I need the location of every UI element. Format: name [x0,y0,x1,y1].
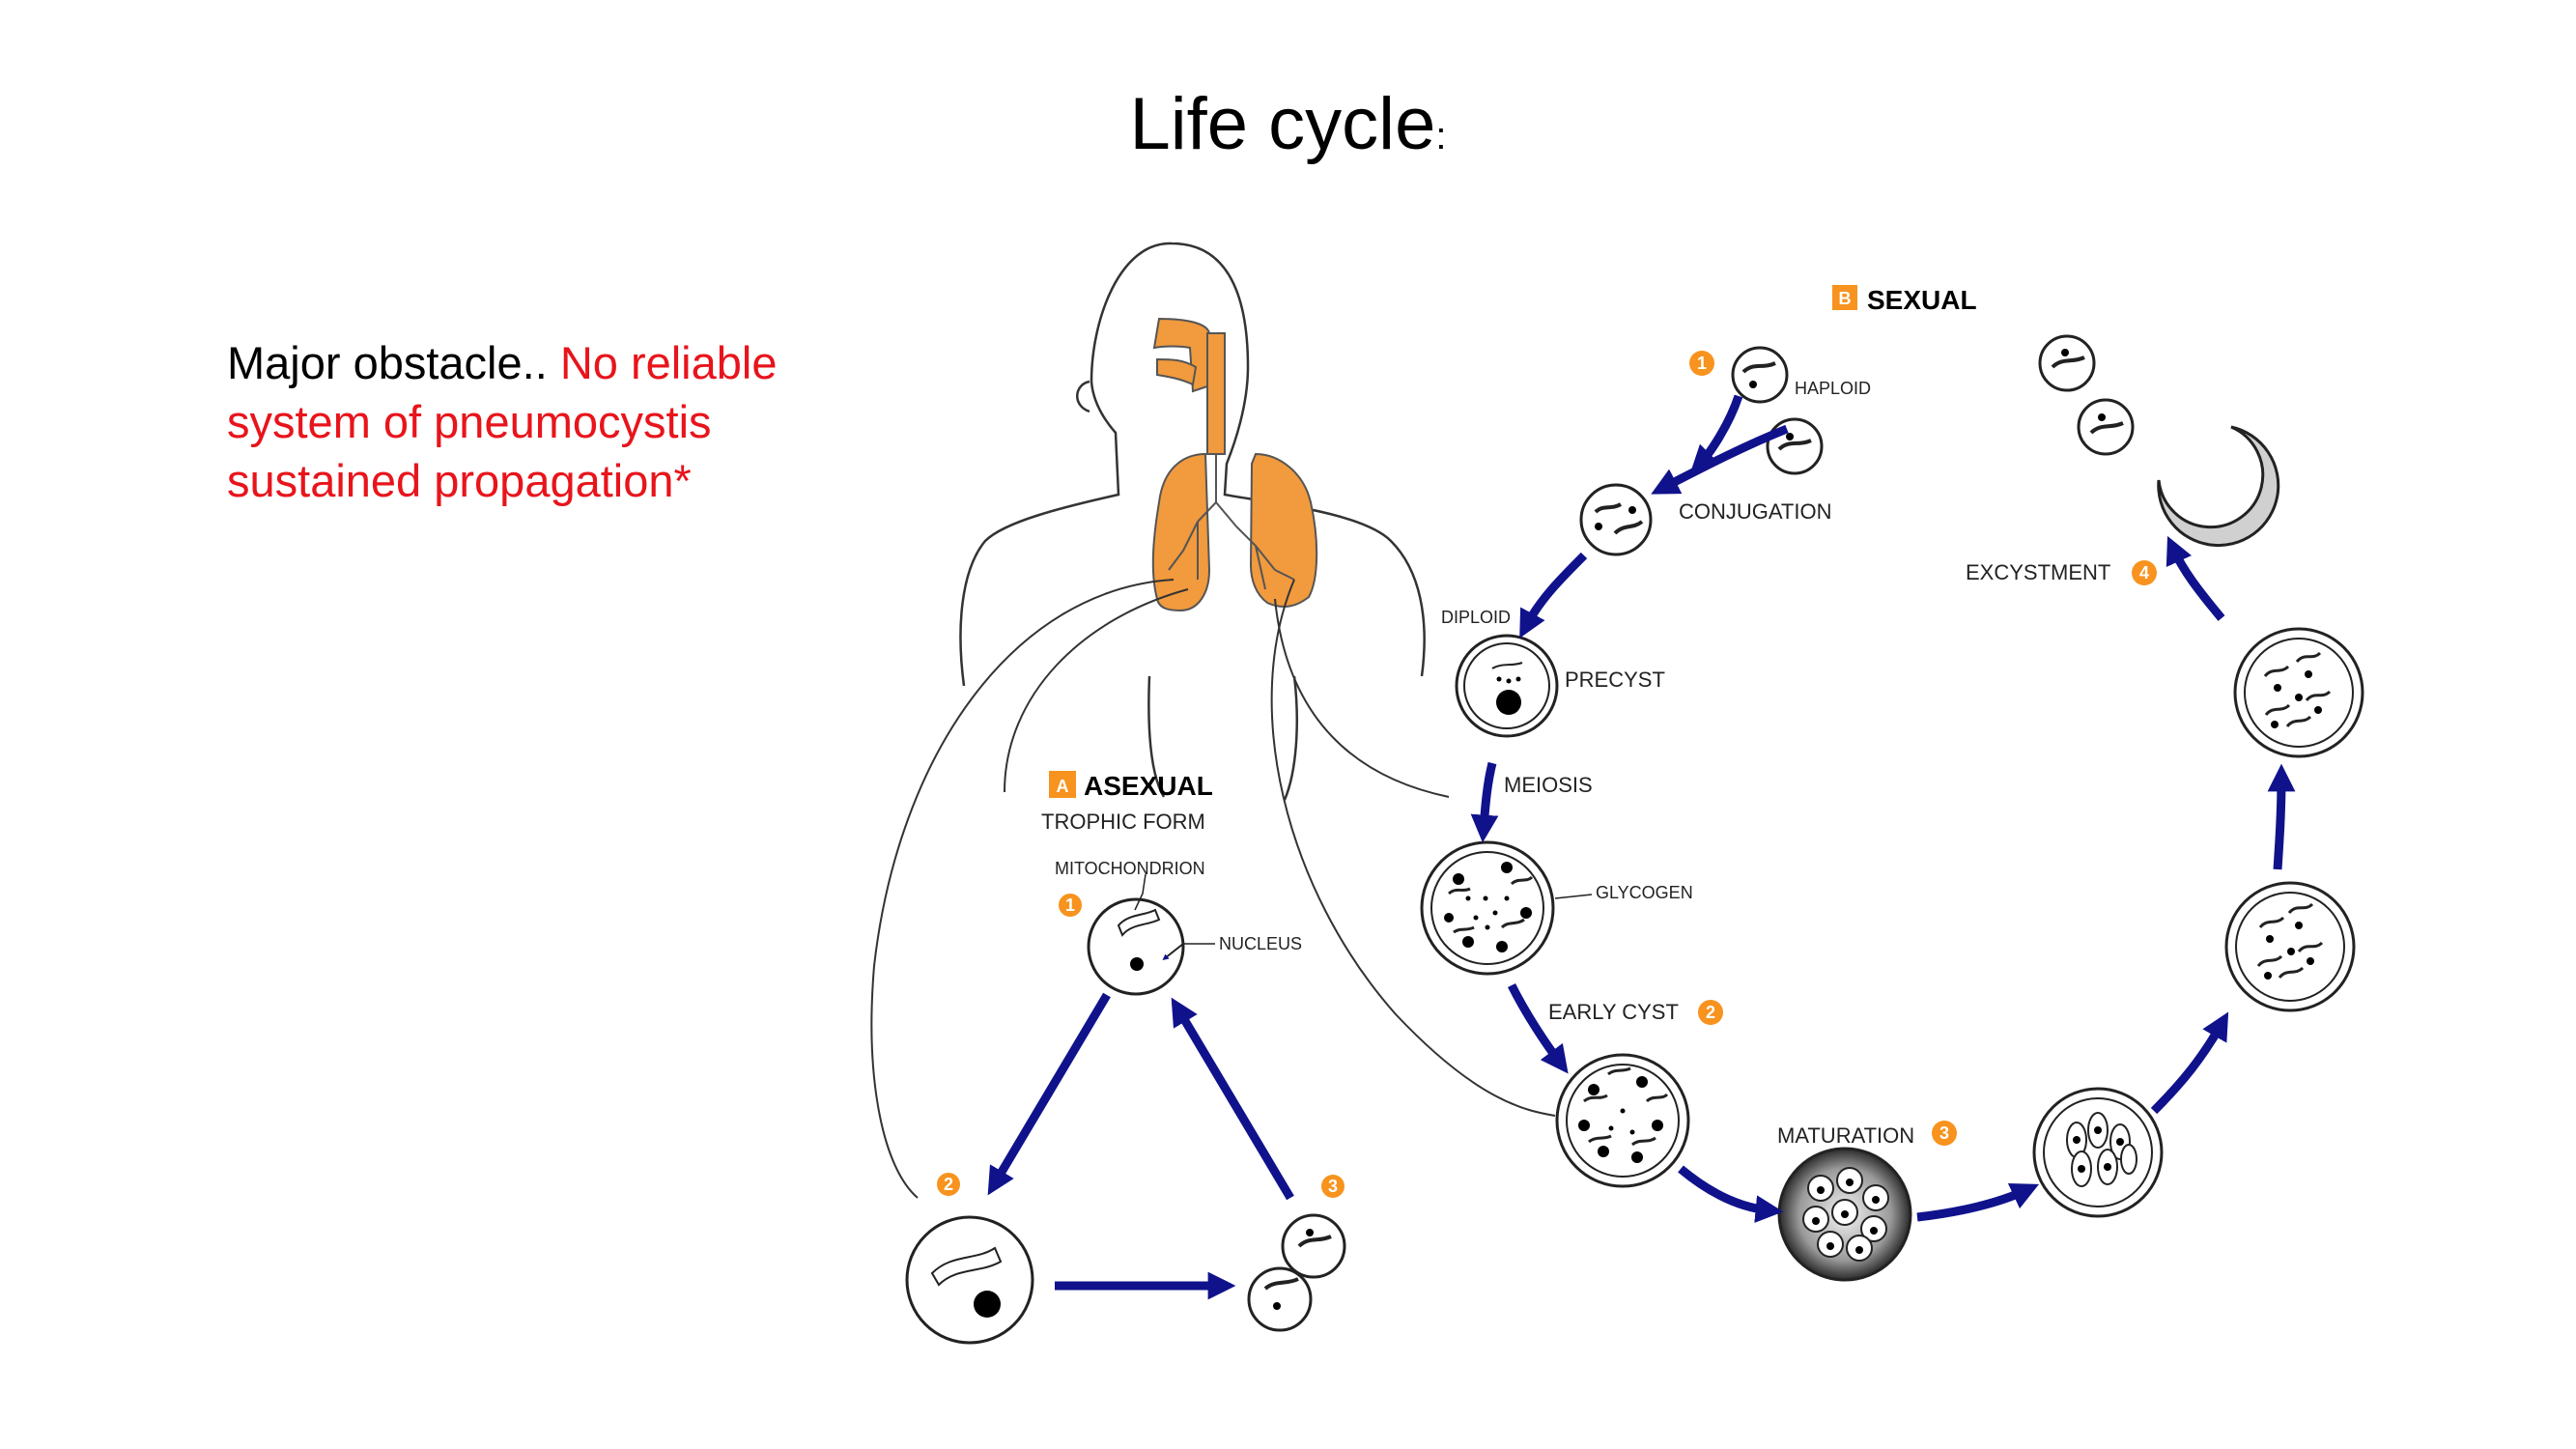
glycogen-label: GLYCOGEN [1596,883,1693,902]
sexual-arrows [1470,394,2296,1223]
meiosis-label: MEIOSIS [1504,773,1593,797]
haploid-label: HAPLOID [1795,379,1871,398]
asexual-step-1: 1 [1059,894,1082,917]
mature-cyst-2 [2224,881,2356,1012]
obstacle-note: Major obstacle.. No reliable system of p… [227,333,884,510]
sexual-section: B SEXUAL 1 HAPLOID CONJUGATION DIPLOID [1420,285,2364,1282]
svg-text:1: 1 [1697,354,1707,373]
maturation-cyst [1777,1147,1912,1282]
trophic-form-label: TROPHIC FORM [1041,810,1205,834]
sexual-step-3: 3 [1932,1121,1957,1146]
diploid-label: DIPLOID [1441,608,1511,627]
svg-text:2: 2 [944,1175,953,1194]
early-cyst-cell [1555,1053,1690,1188]
haploid-cells [1731,346,1824,475]
glycogen-leader [1554,894,1593,899]
human-figure [959,242,1426,801]
connector-lines [870,579,1556,1199]
asexual-section: A ASEXUAL TROPHIC FORM MITOCHONDRION NUC… [905,771,1346,1345]
early-cyst-label: EARLY CYST [1548,1000,1679,1024]
precyst-label: PRECYST [1565,668,1665,692]
sexual-step-2: 2 [1698,1000,1723,1025]
title-text: Life cycle [1129,83,1436,165]
title-colon: : [1435,115,1447,157]
trophic-cell-2 [905,1215,1034,1345]
svg-text:2: 2 [1706,1003,1715,1022]
sexual-heading: SEXUAL [1867,285,1977,315]
glycogen-cyst [1420,840,1555,976]
trophic-cell-3 [1247,1213,1346,1332]
note-highlight: No reliable system of pneumocystis susta… [227,337,778,506]
conjugation-label: CONJUGATION [1679,499,1831,524]
mature-cyst-1 [2032,1087,2164,1218]
svg-text:4: 4 [2139,563,2149,582]
trophic-cell-1 [1087,873,1215,996]
mitochondrion-label: MITOCHONDRION [1055,859,1205,878]
asexual-step-2: 2 [937,1173,960,1196]
asexual-step-3: 3 [1321,1175,1345,1198]
excystment-shell [2157,425,2280,548]
sexual-step-4: 4 [2132,560,2157,585]
precyst-cell [1455,634,1559,738]
asexual-badge: A [1057,777,1069,796]
excystment-label: EXCYSTMENT [1966,560,2110,584]
lungs-icon [1151,317,1318,612]
page-title: Life cycle: [0,82,2576,166]
sexual-badge: B [1839,289,1852,308]
svg-text:3: 3 [1328,1177,1338,1196]
mature-cyst-3 [2233,627,2364,758]
asexual-arrows [987,992,1294,1300]
svg-text:1: 1 [1065,895,1075,915]
note-lead: Major obstacle.. [227,337,560,388]
svg-text:3: 3 [1939,1123,1949,1143]
maturation-label: MATURATION [1777,1123,1914,1148]
released-cells [2038,334,2135,456]
nucleus-label: NUCLEUS [1219,934,1302,953]
sexual-step-1: 1 [1689,351,1714,376]
conjugation-cell [1579,483,1653,556]
asexual-heading: ASEXUAL [1084,771,1213,801]
